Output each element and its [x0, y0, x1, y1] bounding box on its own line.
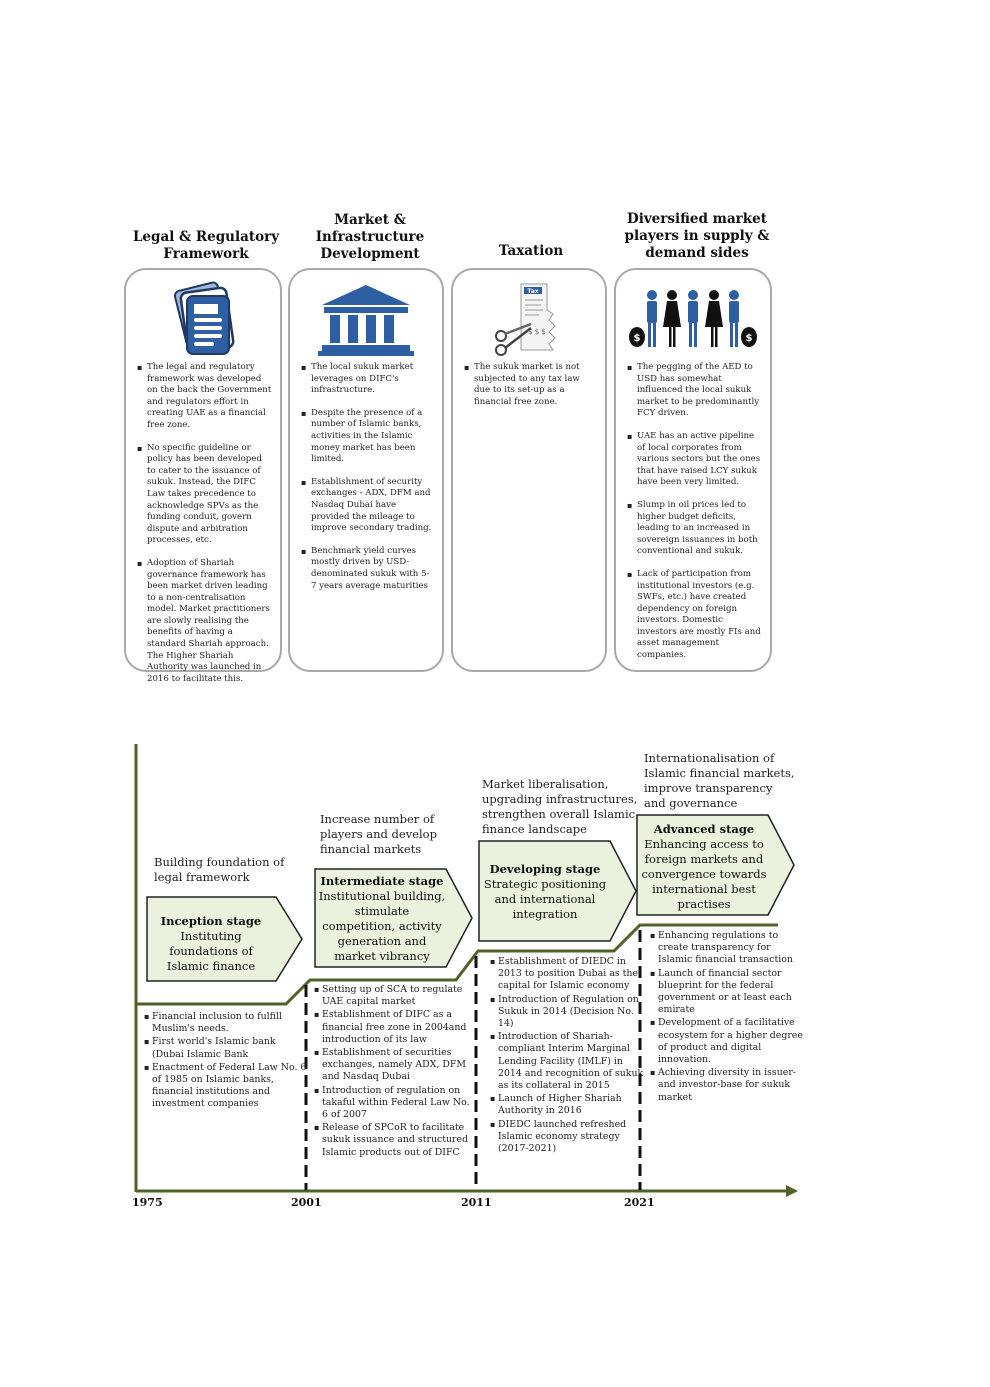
- svg-text:$: $: [746, 333, 753, 344]
- tax-label: Tax: [527, 288, 538, 295]
- developing-bullets: Establishment of DIEDC in 2013 to positi…: [490, 956, 644, 1156]
- stage-goal-advanced: Internationalisation of Islamic financia…: [644, 751, 795, 810]
- year-label-2001: 2001: [291, 1196, 322, 1209]
- stage-box-developing: Developing stage Strategic positioning a…: [478, 840, 638, 942]
- list-item: Despite the presence of a number of Isla…: [301, 408, 434, 466]
- stage-title-advanced: Advanced stage: [653, 822, 755, 836]
- tax-scissors-icon: Tax $ $ $: [453, 278, 605, 362]
- advanced-bullets: Enhancing regulations to create transpar…: [650, 930, 806, 1105]
- stage-description-advanced: Enhancing access to foreign markets and …: [641, 837, 767, 911]
- list-item: Establishment of securities exchanges, n…: [314, 1047, 476, 1084]
- list-item: Financial inclusion to fulfill Muslim's …: [144, 1011, 308, 1035]
- card-market-players: $ $ The pegging of the AED to USD has so…: [614, 268, 772, 672]
- stage-goal-developing: Market liberalisation, upgrading infrast…: [482, 777, 638, 836]
- intermediate-bullets: Setting up of SCA to regulate UAE capita…: [314, 984, 476, 1160]
- market-players-icon: $ $: [616, 278, 770, 362]
- list-item: Enactment of Federal Law No. 6 of 1985 o…: [144, 1062, 308, 1111]
- list-item: Release of SPCoR to facilitate sukuk iss…: [314, 1122, 476, 1159]
- card-market-infrastructure: The local sukuk market leverages on DIFC…: [288, 268, 444, 672]
- list-item: Enhancing regulations to create transpar…: [650, 930, 806, 967]
- bank-building-icon: [290, 278, 442, 362]
- year-label-2021: 2021: [624, 1196, 655, 1209]
- stage-goal-inception: Building foundation of legal framework: [154, 855, 285, 884]
- market-bullets: The local sukuk market leverages on DIFC…: [300, 362, 434, 603]
- stage-description-developing: Strategic positioning and international …: [483, 877, 607, 921]
- list-item: Slump in oil prices led to higher budget…: [627, 500, 762, 558]
- card-taxation: Tax $ $ $ The sukuk market is not subjec…: [451, 268, 607, 672]
- stage-title-developing: Developing stage: [489, 862, 601, 876]
- list-item: The local sukuk market leverages on DIFC…: [301, 362, 434, 397]
- list-item: UAE has an active pipeline of local corp…: [627, 431, 762, 489]
- list-item: DIEDC launched refreshed Islamic economy…: [490, 1119, 644, 1156]
- column-title-players: Diversified market players in supply & d…: [624, 211, 770, 261]
- list-item: Introduction of Regulation on Sukuk in 2…: [490, 994, 644, 1031]
- stage-box-advanced: Advanced stage Enhancing access to forei…: [636, 814, 796, 916]
- column-title-legal: Legal & Regulatory Framework: [132, 229, 280, 262]
- stage-goal-intermediate: Increase number of players and develop f…: [320, 812, 437, 856]
- list-item: Benchmark yield curves mostly driven by …: [301, 546, 434, 592]
- players-bullets: The pegging of the AED to USD has somewh…: [626, 362, 762, 673]
- stage-description-inception: Instituting foundations of Islamic finan…: [166, 929, 256, 973]
- card-legal-regulatory: The legal and regulatory framework was d…: [124, 268, 282, 684]
- year-label-2011: 2011: [461, 1196, 492, 1209]
- list-item: Establishment of DIFC as a financial fre…: [314, 1009, 476, 1046]
- column-title-market: Market & Infrastructure Development: [315, 212, 425, 262]
- taxation-bullets: The sukuk market is not subjected to any…: [463, 362, 597, 419]
- list-item: Setting up of SCA to regulate UAE capita…: [314, 984, 476, 1008]
- year-label-1975: 1975: [132, 1196, 163, 1209]
- stage-box-intermediate: Intermediate stage Institutional buildin…: [314, 868, 474, 968]
- list-item: Adoption of Shariah governance framework…: [137, 558, 272, 686]
- list-item: Establishment of security exchanges - AD…: [301, 477, 434, 535]
- list-item: The legal and regulatory framework was d…: [137, 362, 272, 432]
- dollar-signs: $ $ $: [528, 328, 546, 336]
- list-item: Launch of Higher Shariah Authority in 20…: [490, 1093, 644, 1117]
- list-item: Achieving diversity in issuer- and inves…: [650, 1067, 806, 1104]
- stage-title-inception: Inception stage: [160, 914, 262, 928]
- inception-bullets: Financial inclusion to fulfill Muslim's …: [144, 1011, 308, 1112]
- list-item: Development of a facilitative ecosystem …: [650, 1017, 806, 1066]
- column-title-taxation: Taxation: [498, 243, 564, 259]
- stage-title-intermediate: Intermediate stage: [320, 874, 444, 888]
- svg-text:$: $: [634, 333, 641, 344]
- list-item: The sukuk market is not subjected to any…: [464, 362, 597, 408]
- list-item: Introduction of regulation on takaful wi…: [314, 1085, 476, 1122]
- list-item: Launch of financial sector blueprint for…: [650, 968, 806, 1017]
- stage-description-intermediate: Institutional building, stimulate compet…: [318, 889, 446, 963]
- list-item: Establishment of DIEDC in 2013 to positi…: [490, 956, 644, 993]
- list-item: The pegging of the AED to USD has somewh…: [627, 362, 762, 420]
- list-item: Introduction of Shariah-compliant Interi…: [490, 1031, 644, 1092]
- policy-document-icon: [126, 278, 280, 362]
- list-item: Lack of participation from institutional…: [627, 569, 762, 662]
- legal-bullets: The legal and regulatory framework was d…: [136, 362, 272, 696]
- list-item: No specific guideline or policy has been…: [137, 443, 272, 547]
- list-item: First world's Islamic bank (Dubai Islami…: [144, 1036, 308, 1060]
- stage-box-inception: Inception stage Instituting foundations …: [146, 896, 304, 982]
